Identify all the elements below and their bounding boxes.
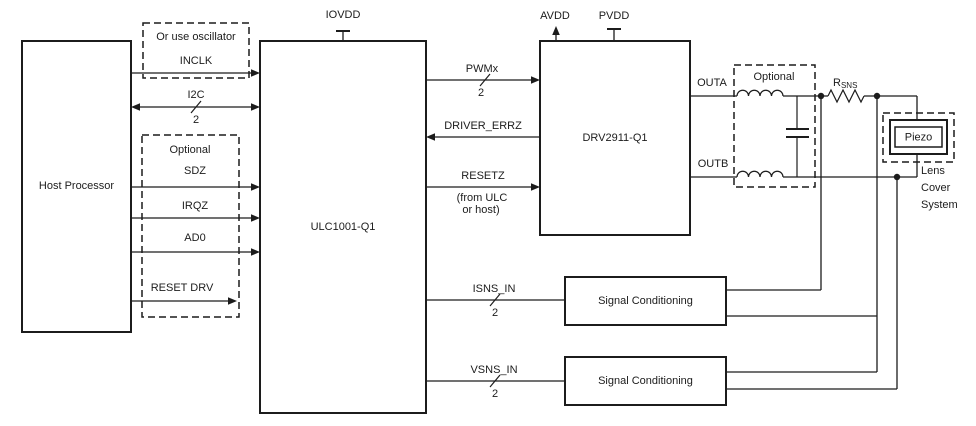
ad0-label: AD0: [184, 232, 205, 244]
inductor-outb: [736, 170, 784, 178]
arrowhead-reset-drv: [228, 297, 237, 305]
rsns-label-subscript: SNS: [841, 81, 857, 90]
vsns-in-label: VSNS_IN: [470, 364, 517, 376]
lens-cover-system-line3: System: [921, 199, 958, 211]
bus-slash-isns: [489, 293, 501, 307]
resistor-rsns: [827, 88, 865, 104]
optional-signals-label: Optional: [170, 144, 211, 156]
inductor-outa: [736, 89, 784, 97]
junction-dot-rsns-left: [817, 92, 825, 100]
vsns-width-label: 2: [492, 388, 498, 400]
arrowhead-sdz: [251, 183, 260, 191]
bus-slash-vsns: [489, 374, 501, 388]
inclk-label: INCLK: [180, 55, 213, 67]
bus-slash-i2c: [190, 100, 202, 114]
arrowhead-inclk: [251, 69, 260, 77]
arrowhead-i2c-right: [251, 103, 260, 111]
pvdd-label: PVDD: [599, 10, 630, 22]
bus-slash-pwmx: [479, 73, 491, 87]
piezo-dashed-box: [882, 112, 955, 163]
signal-conditioning-2-label: Signal Conditioning: [598, 375, 693, 387]
isns-in-label: ISNS_IN: [473, 283, 516, 295]
optional-filter-box: [733, 64, 816, 188]
pwmx-label: PWMx: [466, 63, 499, 75]
lens-cover-system-line2: Cover: [921, 182, 951, 194]
rsns-label: RSNS: [833, 77, 857, 90]
outa-label: OUTA: [697, 77, 727, 89]
driver-errz-label: DRIVER_ERRZ: [444, 120, 522, 132]
arrowhead-pwmx: [531, 76, 540, 84]
block-signal-conditioning-2: [564, 356, 727, 406]
i2c-width-label: 2: [193, 114, 199, 126]
reset-drv-label: RESET DRV: [151, 282, 214, 294]
arrowhead-resetz: [531, 183, 540, 191]
resetz-label: RESETZ: [461, 170, 505, 182]
outb-label: OUTB: [698, 158, 729, 170]
block-signal-conditioning-1: [564, 276, 727, 326]
arrowhead-ad0: [251, 248, 260, 256]
iovdd-label: IOVDD: [326, 9, 361, 21]
arrowhead-irqz: [251, 214, 260, 222]
arrowhead-driver-errz: [426, 133, 435, 141]
rsns-label-base: R: [833, 77, 841, 89]
irqz-label: IRQZ: [182, 200, 209, 212]
signal-conditioning-1-label: Signal Conditioning: [598, 295, 693, 307]
pwmx-width-label: 2: [478, 87, 484, 99]
optional-signals-box: [141, 134, 240, 318]
ulc1001-label: ULC1001-Q1: [311, 221, 376, 233]
resetz-note-line2: or host): [462, 204, 499, 216]
piezo-inner-rect: [894, 126, 943, 148]
optional-filter-label: Optional: [754, 71, 795, 83]
block-drv2911: [539, 40, 691, 236]
resetz-note-line1: (from ULC: [457, 192, 508, 204]
block-ulc1001: [259, 40, 427, 414]
junction-dot-rsns-right: [873, 92, 881, 100]
oscillator-note-label: Or use oscillator: [156, 31, 236, 43]
lens-cover-system-line1: Lens: [921, 165, 945, 177]
block-host-processor: [21, 40, 132, 333]
oscillator-option-box: [142, 22, 250, 79]
i2c-label: I2C: [187, 89, 204, 101]
sdz-label: SDZ: [184, 165, 206, 177]
isns-width-label: 2: [492, 307, 498, 319]
host-processor-label: Host Processor: [39, 180, 115, 192]
avdd-arrowhead: [552, 26, 560, 35]
drv2911-label: DRV2911-Q1: [582, 132, 647, 144]
junction-dot-outb: [893, 173, 901, 181]
avdd-label: AVDD: [540, 10, 570, 22]
piezo-label: Piezo: [905, 132, 933, 144]
arrowhead-i2c-left: [131, 103, 140, 111]
